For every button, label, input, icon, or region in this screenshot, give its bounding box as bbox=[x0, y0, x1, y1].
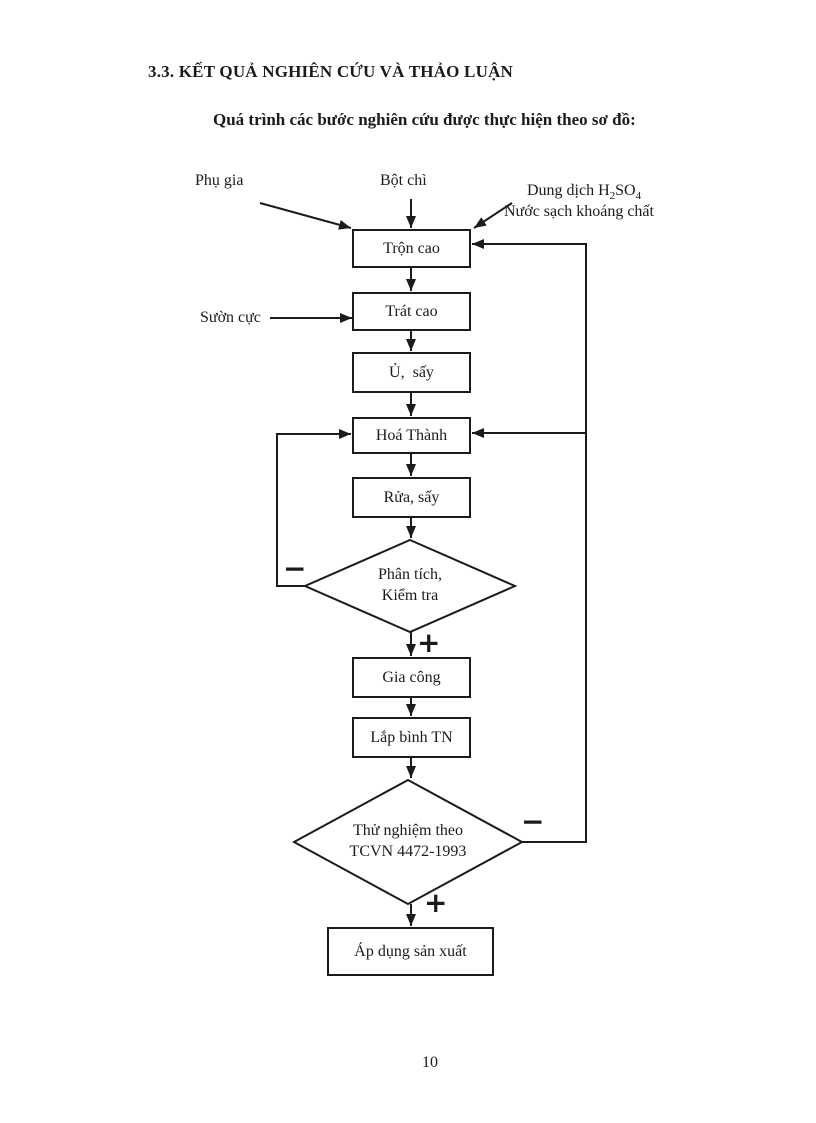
label-ap-dung: Áp dụng sản xuất bbox=[354, 942, 467, 960]
flow-shapes bbox=[291, 229, 525, 976]
box-rua-say bbox=[352, 477, 471, 518]
label-nuoc-sach: Nước sạch khoáng chất bbox=[504, 203, 654, 220]
box-tron-cao bbox=[352, 229, 471, 268]
subscript-4: 4 bbox=[635, 190, 642, 203]
label-suon-cuc: Sườn cực bbox=[200, 309, 261, 326]
page-number: 10 bbox=[422, 1054, 438, 1071]
label-gia-cong: Gia công bbox=[382, 668, 441, 686]
box-u-say bbox=[352, 352, 471, 393]
diamond-thu-nghiem bbox=[291, 778, 525, 906]
label-plus-phan-tich: + bbox=[417, 626, 441, 659]
label-bot-chi: Bột chì bbox=[380, 172, 427, 189]
box-gia-cong bbox=[352, 657, 471, 698]
box-hoa-thanh bbox=[352, 417, 471, 454]
box-lap-binh bbox=[352, 717, 471, 758]
subscript-2: 2 bbox=[609, 190, 616, 203]
label-rua-say: Rửa, sấy bbox=[383, 488, 440, 506]
diamond-phan-tich bbox=[302, 538, 518, 634]
label-u-say: Ủ, sấy bbox=[389, 363, 434, 381]
label-minus-phan-tich: − bbox=[283, 552, 307, 585]
feedback-line-phan-tich-to-hoa-thanh bbox=[276, 429, 351, 587]
label-thu-nghiem: Thử nghiệm theo TCVN 4472-1993 bbox=[349, 822, 467, 860]
section-heading: 3.3. KẾT QUẢ NGHIÊN CỨU VÀ THẢO LUẬN bbox=[148, 62, 514, 81]
label-phu-gia: Phụ gia bbox=[195, 172, 244, 189]
label-trat-cao: Trát cao bbox=[385, 302, 438, 320]
label-dung-dich-h2so4: Dung dịch H2SO4 bbox=[527, 182, 642, 203]
figure-caption: Quá trình các bước nghiên cứu được thực … bbox=[213, 110, 636, 129]
label-minus-thu-nghiem: − bbox=[521, 805, 545, 838]
arrow-dung-dich-to-tron-cao bbox=[473, 202, 513, 229]
feedback-line-thu-nghiem-to-tron-cao bbox=[472, 239, 587, 843]
flow-connectors bbox=[259, 199, 587, 926]
box-ap-dung bbox=[327, 927, 494, 976]
label-lap-binh: Lắp bình TN bbox=[370, 728, 453, 746]
box-trat-cao bbox=[352, 292, 471, 331]
arrow-phu-gia-to-tron-cao bbox=[259, 202, 352, 230]
label-plus-thu-nghiem: + bbox=[424, 886, 448, 919]
label-hoa-thanh: Hoá Thành bbox=[375, 426, 448, 444]
label-tron-cao: Trộn cao bbox=[383, 239, 440, 257]
label-phan-tich: Phân tích, Kiểm tra bbox=[378, 566, 442, 604]
